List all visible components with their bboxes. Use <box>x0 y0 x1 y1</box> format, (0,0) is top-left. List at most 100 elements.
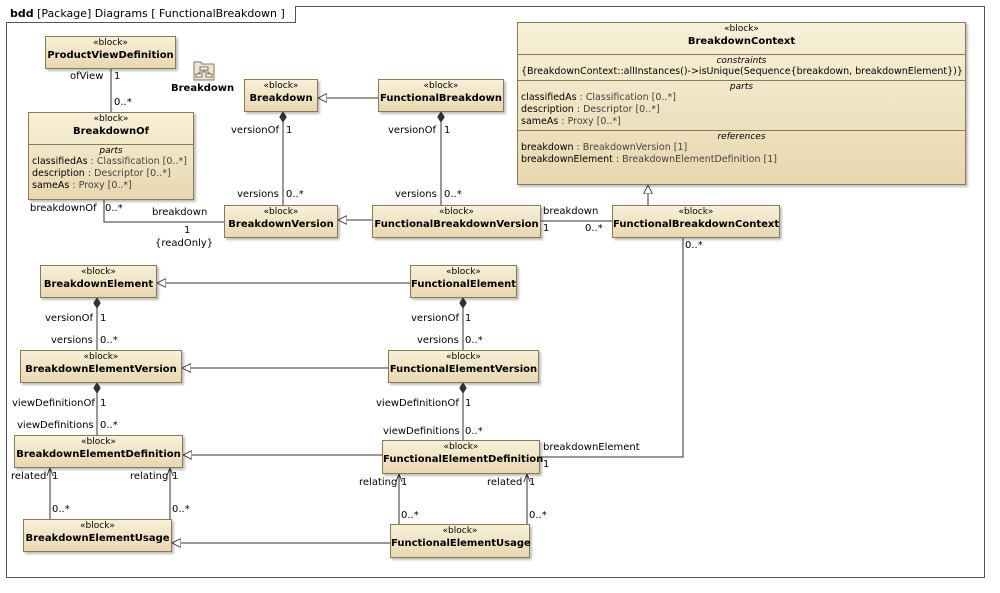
stereotype: «block» <box>263 207 299 217</box>
multiplicity-label: 1 <box>543 223 550 234</box>
stereotype: «block» <box>93 114 129 124</box>
role-label: versionOf <box>411 313 460 324</box>
multiplicity-label: 0..* <box>100 420 118 431</box>
compartment-title: parts <box>99 146 123 156</box>
part-row: description : Descriptor [0..*] <box>521 104 660 115</box>
block-functional-breakdown-version[interactable]: «block» FunctionalBreakdownVersion <box>372 205 541 238</box>
block-name: FunctionalBreakdownVersion <box>374 219 539 230</box>
multiplicity-label: 1 <box>444 125 451 136</box>
role-label: relating <box>130 471 169 482</box>
block-name: BreakdownElement <box>43 279 154 290</box>
block-breakdown-version[interactable]: «block» BreakdownVersion <box>224 205 338 238</box>
part-row: sameAs : Proxy [0..*] <box>32 180 132 191</box>
multiplicity-label: 0..* <box>444 189 462 200</box>
role-label: viewDefinitions <box>383 426 460 437</box>
references-compartment: references breakdown : BreakdownVersion … <box>518 130 965 168</box>
block-name: FunctionalBreakdown <box>380 93 502 104</box>
multiplicity-label: 0..* <box>286 189 304 200</box>
role-label: relating <box>359 477 398 488</box>
multiplicity-label: 0..* <box>529 510 547 521</box>
constraints-compartment: constraints {BreakdownContext::allInstan… <box>518 54 965 80</box>
stereotype: «block» <box>423 81 459 91</box>
stereotype: «block» <box>446 267 481 277</box>
block-functional-breakdown-context[interactable]: «block»FunctionalBreakdownContext <box>612 205 780 238</box>
block-breakdown-element-usage[interactable]: «block»BreakdownElementUsage <box>23 519 172 552</box>
stereotype: «block» <box>263 81 299 91</box>
constraint-row: {BreakdownContext::allInstances()->isUni… <box>521 66 963 77</box>
diagram-frame-tab: bdd [Package] Diagrams [ FunctionalBreak… <box>6 6 296 23</box>
multiplicity-label: 1 <box>401 477 408 488</box>
role-label: versionOf <box>388 125 437 136</box>
role-label: related <box>11 471 47 482</box>
multiplicity-label: 1 <box>100 313 107 324</box>
multiplicity-label: 1 <box>52 471 59 482</box>
role-label: viewDefinitionOf <box>12 398 95 409</box>
block-functional-element[interactable]: «block» FunctionalElement <box>410 265 517 298</box>
package-icon <box>193 60 215 82</box>
stereotype: «block» <box>81 437 116 447</box>
multiplicity-label: 0..* <box>172 504 190 515</box>
compartment-title: parts <box>729 82 754 92</box>
block-breakdown-element-definition[interactable]: «block» BreakdownElementDefinition <box>14 435 183 468</box>
block-product-view-definition[interactable]: «block»ProductViewDefinition <box>45 36 176 69</box>
block-name: BreakdownElementVersion <box>25 364 177 375</box>
stereotype: «block» <box>439 207 474 217</box>
diagram-kind: bdd <box>10 7 34 20</box>
block-breakdown-element[interactable]: «block» BreakdownElement <box>40 265 157 298</box>
stereotype: «block» <box>81 267 116 277</box>
stereotype: «block» <box>446 352 481 362</box>
stereotype: «block» <box>442 526 478 536</box>
part-row: description : Descriptor [0..*] <box>32 168 171 179</box>
role-label: breakdown <box>152 207 208 218</box>
multiplicity-label: 1 <box>465 398 472 409</box>
role-label: breakdownElement <box>543 442 640 453</box>
package-label: Breakdown <box>171 83 235 94</box>
edge-breakdownof <box>103 200 226 222</box>
role-label: versions <box>417 335 459 346</box>
multiplicity-label: 0..* <box>585 223 603 234</box>
block-breakdown[interactable]: «block» Breakdown <box>244 79 318 112</box>
block-functional-element-usage[interactable]: «block» FunctionalElementUsage <box>390 524 531 558</box>
multiplicity-label: 1 <box>100 398 107 409</box>
parts-compartment: parts classifiedAs : Classification [0..… <box>518 80 965 130</box>
stereotype: «block» <box>724 24 759 34</box>
multiplicity-label: 0..* <box>114 97 132 108</box>
part-row: classifiedAs : Classification [0..*] <box>32 156 187 167</box>
multiplicity-label: 0..* <box>685 240 703 251</box>
multiplicity-label: 0..* <box>465 426 483 437</box>
block-functional-breakdown[interactable]: «block» FunctionalBreakdown <box>378 79 504 112</box>
diagram-title: [Package] Diagrams [ FunctionalBreakdown… <box>37 7 285 20</box>
block-name: BreakdownOf <box>73 126 149 137</box>
block-name: BreakdownElementDefinition <box>16 449 181 460</box>
block-name: FunctionalElementDefinition <box>383 454 544 465</box>
multiplicity-label: 1 <box>286 125 293 136</box>
stereotype: «block» <box>443 442 479 452</box>
role-label: versions <box>237 189 279 200</box>
stereotype: «block» <box>83 352 119 362</box>
role-label: versionOf <box>45 313 94 324</box>
block-name: Breakdown <box>249 93 313 104</box>
block-breakdown-element-version[interactable]: «block» BreakdownElementVersion <box>20 350 182 383</box>
multiplicity-label: 0..* <box>52 504 70 515</box>
parts-compartment: parts classifiedAs : Classification [0..… <box>29 144 193 194</box>
role-label: versionOf <box>231 125 280 136</box>
block-name: BreakdownVersion <box>228 219 334 230</box>
stereotype: «block» <box>93 38 128 48</box>
role-label: related <box>487 477 523 488</box>
role-label: viewDefinitionOf <box>376 398 459 409</box>
block-functional-element-version[interactable]: «block» FunctionalElementVersion <box>388 350 539 383</box>
block-breakdown-of[interactable]: «block» BreakdownOf parts classifiedAs : … <box>28 112 194 200</box>
role-label: versions <box>51 335 93 346</box>
compartment-title: references <box>717 132 766 142</box>
block-breakdown-context[interactable]: «block»BreakdownContext constraints {Bre… <box>517 22 966 185</box>
part-row: classifiedAs : Classification [0..*] <box>521 92 676 103</box>
block-functional-element-definition[interactable]: «block» FunctionalElementDefinition <box>382 440 544 474</box>
diagram-frame <box>6 6 985 578</box>
compartment-title: constraints <box>716 56 767 66</box>
block-name: FunctionalElement <box>411 279 517 290</box>
constraint-label: {readOnly} <box>155 238 214 249</box>
multiplicity-label: 0..* <box>105 203 123 214</box>
block-name: FunctionalElementVersion <box>389 364 538 375</box>
block-name: FunctionalElementUsage <box>391 538 531 549</box>
